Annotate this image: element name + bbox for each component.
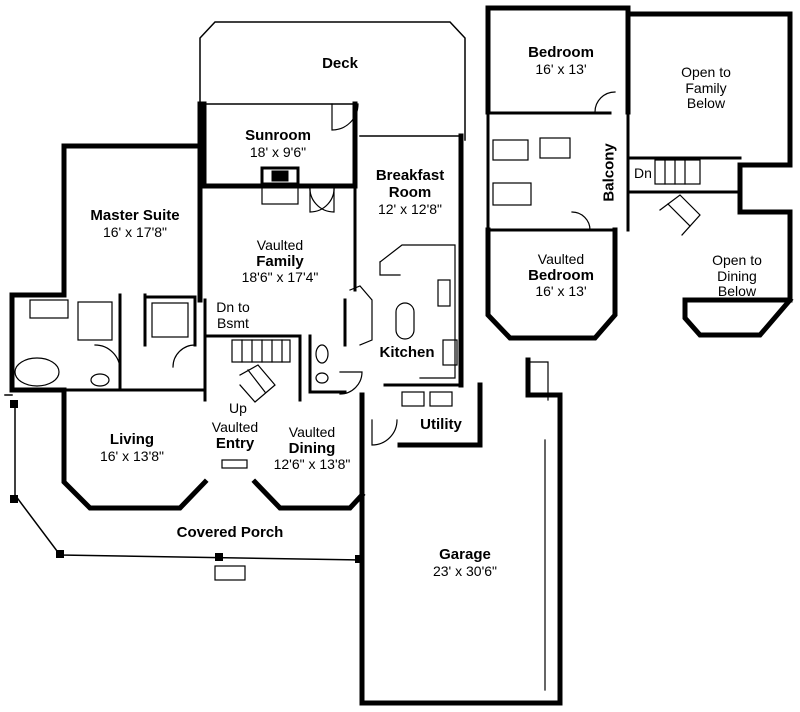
stairs-dn-bsmt-label: Dn to Bsmt: [211, 299, 255, 331]
stairs-dn-line2: Bsmt: [217, 314, 249, 331]
breakfast-name-line1: Breakfast: [375, 167, 445, 184]
entry-label: Vaulted Entry: [200, 419, 270, 452]
upper-bedroom-label: Bedroom 16' x 13': [515, 44, 607, 77]
kitchen-counters: [349, 244, 458, 379]
upper-stairs: [654, 159, 701, 236]
dining-name: Dining: [288, 439, 336, 457]
master-name: Master Suite: [90, 207, 180, 224]
upper-bath-fixtures: [492, 91, 616, 231]
balcony-label: Balcony: [600, 143, 618, 202]
garage-name: Garage: [439, 546, 491, 563]
living-name: Living: [109, 431, 155, 448]
family-size: 18'6" x 17'4": [241, 269, 319, 286]
open-dining-line1: Open to: [712, 252, 762, 268]
open-family-line2: Family: [685, 79, 727, 96]
breakfast-size: 12' x 12'8": [377, 200, 443, 217]
open-dining-line3: Below: [717, 283, 757, 300]
dining-label: Vaulted Dining 12'6" x 13'8": [262, 424, 362, 473]
open-to-dining-label: Open to Dining Below: [695, 252, 779, 300]
living-size: 16' x 13'8": [99, 447, 165, 464]
garage-label: Garage 23' x 30'6": [405, 546, 525, 579]
vaulted-bedroom-name: Bedroom: [528, 266, 594, 284]
vaulted-bedroom-size: 16' x 13': [535, 283, 587, 300]
breakfast-name-line2: Room: [388, 183, 432, 201]
deck: [199, 21, 466, 141]
main-stairs: [231, 339, 291, 403]
garage-size: 23' x 30'6": [432, 562, 498, 579]
stairs-up-label: Up: [229, 400, 247, 416]
dining-size: 12'6" x 13'8": [273, 456, 351, 473]
vaulted-bedroom-label: Vaulted Bedroom 16' x 13': [515, 251, 607, 300]
dining-prefix: Vaulted: [288, 424, 336, 440]
doors: [94, 103, 549, 691]
sunroom-size: 18' x 9'6": [249, 143, 307, 160]
exterior-walls: [9, 101, 563, 706]
vaulted-bedroom-prefix: Vaulted: [537, 251, 585, 267]
kitchen-label: Kitchen: [379, 344, 435, 361]
family-name: Family: [256, 252, 304, 270]
sunroom-label: Sunroom 18' x 9'6": [222, 127, 334, 160]
open-family-line1: Open to: [681, 64, 731, 80]
deck-label: Deck: [322, 55, 358, 72]
utility-label: Utility: [420, 416, 462, 433]
family-prefix: Vaulted: [256, 237, 304, 253]
upper-bedroom-size: 16' x 13': [535, 60, 587, 77]
breakfast-room-label: Breakfast Room 12' x 12'8": [360, 167, 460, 217]
master-suite-label: Master Suite 16' x 17'8": [70, 207, 200, 240]
family-room-label: Vaulted Family 18'6" x 17'4": [220, 237, 340, 286]
upper-bedroom-name: Bedroom: [528, 44, 594, 61]
open-family-line3: Below: [686, 95, 726, 112]
porch-outline: [4, 394, 363, 561]
master-bath-fixtures: [14, 299, 453, 407]
interior-walls: [62, 184, 463, 422]
stairs-dn-line1: Dn to: [216, 299, 250, 315]
stairs-dn-upper-label: Dn: [634, 165, 652, 181]
master-size: 16' x 17'8": [102, 223, 168, 240]
upper-exterior-walls: [485, 5, 794, 341]
sunroom-name: Sunroom: [245, 127, 311, 144]
open-dining-line2: Dining: [717, 267, 757, 284]
covered-porch-label: Covered Porch: [176, 524, 284, 541]
porch-columns: [10, 400, 363, 563]
entry-prefix: Vaulted: [211, 419, 259, 435]
entry-name: Entry: [215, 434, 255, 452]
open-to-family-label: Open to Family Below: [664, 64, 748, 112]
living-label: Living 16' x 13'8": [80, 431, 184, 464]
upper-interior-walls: [486, 110, 742, 232]
fireplace: [260, 166, 300, 205]
